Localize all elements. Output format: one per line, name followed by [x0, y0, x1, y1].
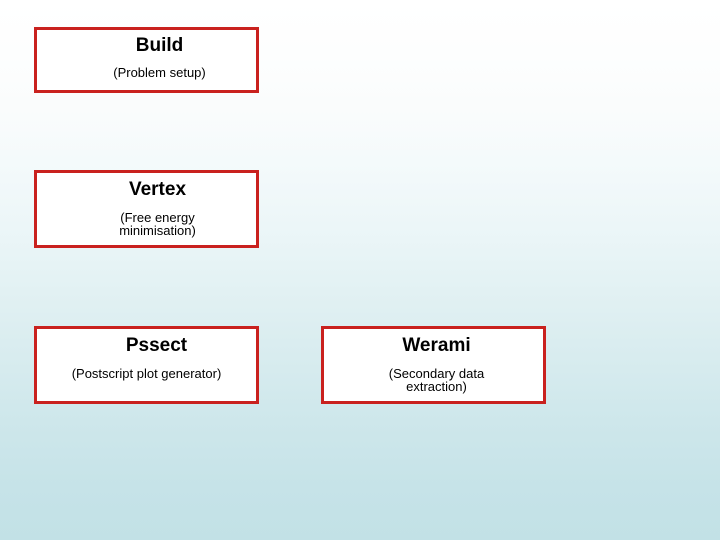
- box-subtitle-pssect: (Postscript plot generator): [71, 366, 222, 381]
- box-title-build: Build: [135, 35, 184, 56]
- box-subtitle-vertex: (Free energy minimisation): [119, 210, 196, 238]
- process-box-werami[interactable]: Werami (Secondary data extraction): [321, 326, 546, 404]
- box-title-vertex: Vertex: [128, 179, 187, 200]
- process-box-build[interactable]: Build (Problem setup): [34, 27, 259, 93]
- box-subtitle-werami: (Secondary data extraction): [388, 366, 485, 394]
- process-box-vertex[interactable]: Vertex (Free energy minimisation): [34, 170, 259, 248]
- process-box-pssect[interactable]: Pssect (Postscript plot generator): [34, 326, 259, 404]
- box-title-werami: Werami: [402, 335, 471, 356]
- box-subtitle-build: (Problem setup): [113, 65, 206, 80]
- box-title-pssect: Pssect: [125, 335, 188, 356]
